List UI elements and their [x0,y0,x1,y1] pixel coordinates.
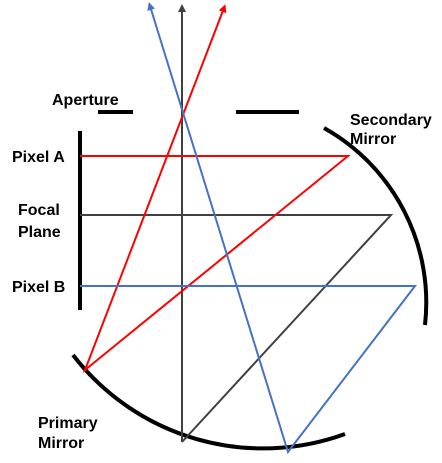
focal-plane-label-line2: Plane [18,224,61,241]
pixel-a-label: Pixel A [12,149,65,166]
primary-mirror-label-line1: Primary [38,415,98,432]
primary-mirror-arc [71,353,346,451]
secondary-mirror-arc [323,126,429,326]
aperture-label: Aperture [52,92,119,109]
secondary-mirror-label-line2: Mirror [350,131,396,148]
focal-plane-label-line1: Focal [18,202,60,219]
axis-ray-path [80,214,394,443]
ray-pixel-b-path [80,2,418,455]
pixel-b-label: Pixel B [12,279,65,296]
secondary-mirror-label-line1: Secondary [350,112,432,129]
primary-mirror-label-line2: Mirror [38,435,84,452]
ray-pixel-a-path [80,4,351,374]
